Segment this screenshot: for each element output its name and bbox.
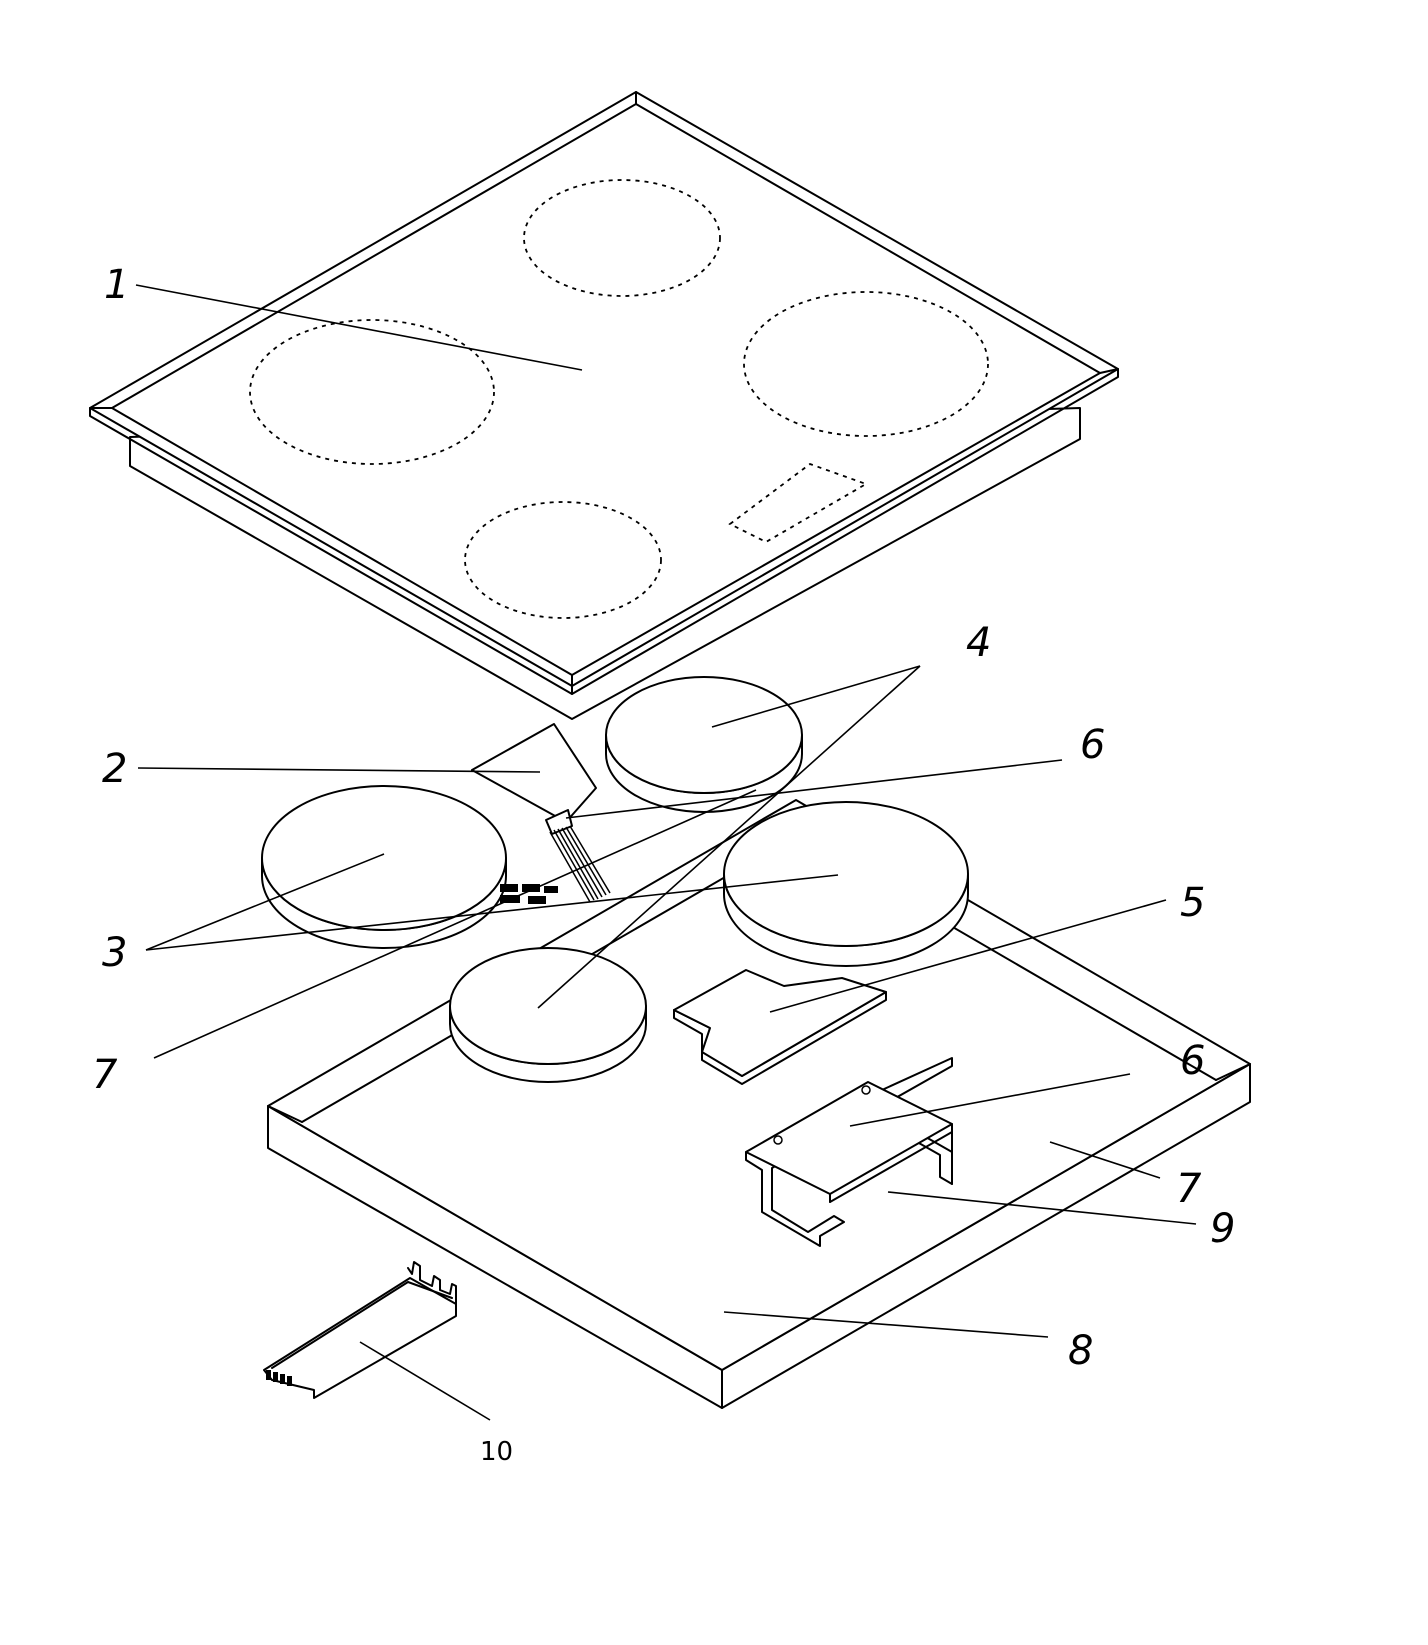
callout-5: 5 — [1180, 880, 1205, 926]
callout-3: 3 — [102, 930, 127, 976]
temperature-sensor-pieces — [500, 884, 558, 904]
callout-6-lower: 6 — [1180, 1038, 1205, 1084]
mounting-bracket — [745, 1057, 953, 1247]
callout-7-right: 7 — [1176, 1166, 1202, 1212]
zone-back-small — [523, 179, 721, 297]
leader-lines — [135, 284, 1197, 1421]
cooktop-glass-plate — [89, 91, 1119, 720]
callout-8: 8 — [1068, 1328, 1093, 1374]
zone-left-large — [249, 319, 495, 465]
callout-10: 10 — [480, 1437, 513, 1467]
callout-6-upper: 6 — [1080, 722, 1105, 768]
zone-front-small — [464, 501, 662, 619]
zone-right-large — [743, 291, 989, 437]
callout-2: 2 — [102, 746, 127, 792]
callout-9: 9 — [1210, 1206, 1235, 1252]
terminal-pins — [266, 1370, 292, 1386]
callout-1: 1 — [104, 262, 129, 308]
terminal-clip — [263, 1261, 457, 1399]
callout-labels: 1 2 3 4 5 6 6 7 7 8 9 10 — [92, 262, 1235, 1467]
callout-7-left: 7 — [92, 1052, 118, 1098]
heating-element-front — [449, 947, 647, 1083]
insulation-plate — [673, 969, 887, 1085]
control-area-outline — [728, 462, 869, 544]
heating-element-left — [261, 785, 507, 949]
heating-element-back — [605, 676, 803, 813]
control-board — [471, 723, 611, 903]
heating-element-right — [723, 801, 969, 967]
housing-tray — [267, 799, 1251, 1409]
callout-4: 4 — [966, 620, 991, 666]
